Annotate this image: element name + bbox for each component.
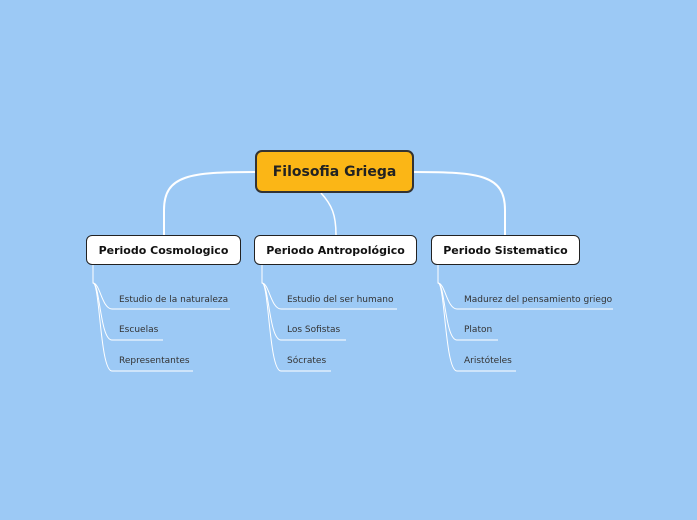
leaf-socrates[interactable]: Sócrates	[287, 356, 327, 366]
leaf-estudio-ser-humano[interactable]: Estudio del ser humano	[287, 295, 394, 305]
leaf-aristoteles[interactable]: Aristóteles	[464, 356, 512, 366]
root-node[interactable]: Filosofia Griega	[255, 150, 414, 193]
branch-cosmologico[interactable]: Periodo Cosmologico	[86, 235, 241, 265]
leaf-madurez[interactable]: Madurez del pensamiento griego	[464, 295, 613, 305]
leaf-representantes[interactable]: Representantes	[119, 356, 190, 366]
leaf-platon[interactable]: Platon	[464, 325, 493, 335]
leaf-los-sofistas[interactable]: Los Sofistas	[287, 325, 341, 335]
branch-antropologico[interactable]: Periodo Antropológico	[254, 235, 417, 265]
branch-sistematico[interactable]: Periodo Sistematico	[431, 235, 580, 265]
leaf-escuelas[interactable]: Escuelas	[119, 325, 159, 335]
leaf-estudio-naturaleza[interactable]: Estudio de la naturaleza	[119, 295, 229, 305]
